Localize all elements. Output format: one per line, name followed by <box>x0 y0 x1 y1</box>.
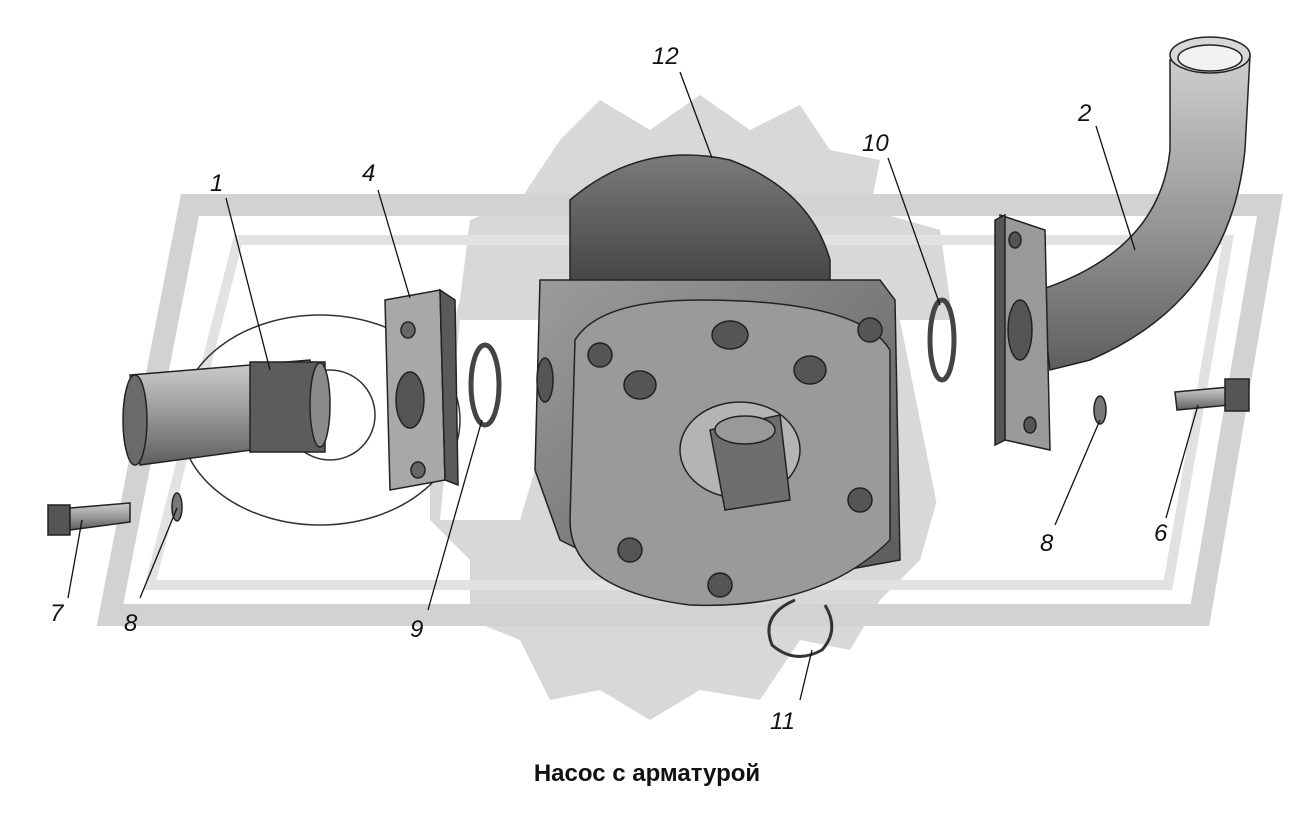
part-7-bolt <box>47 502 131 536</box>
part-2-elbow-pipe <box>994 36 1251 451</box>
part-8-washer-right <box>1093 395 1107 425</box>
callout-2: 2 <box>1078 100 1092 127</box>
callout-4: 4 <box>362 160 376 187</box>
part-4-flange <box>384 288 459 491</box>
callout-12: 12 <box>652 43 679 70</box>
diagram-caption: Насос с арматурой <box>533 760 761 787</box>
callout-11: 11 <box>770 708 795 735</box>
part-10-o-ring <box>927 297 957 383</box>
part-9-o-ring <box>468 342 502 428</box>
callout-8-left: 8 <box>124 610 138 637</box>
callout-6: 6 <box>1154 520 1168 547</box>
part-11-retaining-ring <box>767 598 834 658</box>
callout-10: 10 <box>862 130 889 157</box>
part-6-bolt <box>1174 378 1250 412</box>
leader-lines <box>67 71 1199 701</box>
callout-1: 1 <box>210 170 224 197</box>
callout-8-right: 8 <box>1040 530 1054 557</box>
callout-7: 7 <box>50 600 64 627</box>
part-12-pump <box>534 154 901 607</box>
part-1-sleeve <box>122 359 331 466</box>
callout-9: 9 <box>410 616 424 643</box>
